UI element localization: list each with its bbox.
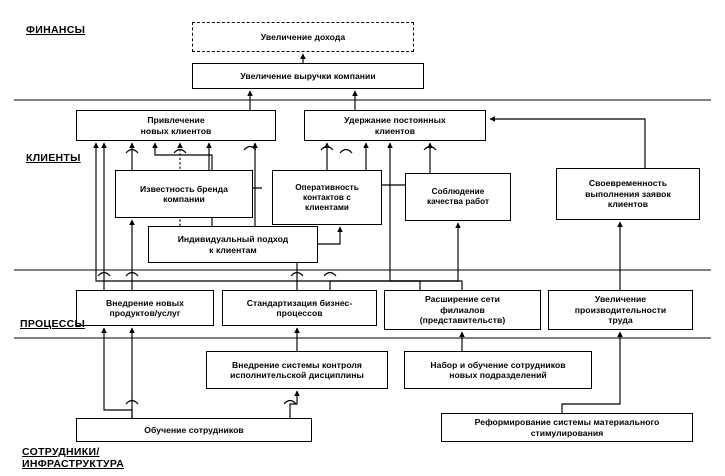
node-reform-incentives[interactable]: Реформирование системы материального сти…: [441, 413, 693, 442]
node-company-turnover[interactable]: Увеличение выручки компании: [192, 63, 424, 89]
hop: [125, 148, 139, 154]
node-label-timely-requests: Своевременность выполнения заявок клиент…: [585, 178, 671, 210]
node-label-attract-new-clients: Привлечение новых клиентов: [140, 115, 212, 136]
hop: [283, 399, 297, 405]
node-expand-branches[interactable]: Расширение сети филиалов (представительс…: [384, 290, 541, 330]
node-label-brand-awareness: Известность бренда компании: [140, 183, 228, 204]
hop: [323, 271, 337, 277]
node-label-expand-branches: Расширение сети филиалов (представительс…: [419, 294, 506, 326]
node-label-quality-compliance: Соблюдение качества работ: [426, 187, 490, 206]
edge-train-to-discipline: [289, 390, 300, 418]
node-quality-compliance[interactable]: Соблюдение качества работ: [405, 173, 511, 221]
node-label-labor-productivity: Увеличение производительности труда: [574, 294, 667, 326]
hop: [339, 148, 353, 154]
edge-expand-to-retain: [387, 142, 463, 290]
node-attract-new-clients[interactable]: Привлечение новых клиентов: [76, 110, 276, 141]
edge-standard-to-quality: [329, 222, 461, 290]
node-hire-train-staff[interactable]: Набор и обучение сотрудников новых подра…: [404, 351, 592, 389]
node-revenue-growth[interactable]: Увеличение дохода: [192, 22, 414, 52]
edge-individual-to-contact: [318, 226, 343, 245]
node-discipline-control[interactable]: Внедрение системы контроля исполнительск…: [206, 351, 388, 389]
node-label-retain-clients: Удержание постоянных клиентов: [344, 115, 446, 136]
node-label-individual-approach: Индивидуальный подход к клиентам: [177, 234, 289, 255]
node-label-discipline-control: Внедрение системы контроля исполнительск…: [230, 359, 364, 380]
hop: [97, 271, 111, 277]
perspective-label-clients: КЛИЕНТЫ: [26, 152, 81, 164]
hop: [320, 145, 334, 151]
node-contact-efficiency[interactable]: Оперативность контактов с клиентами: [272, 170, 382, 225]
hop: [125, 271, 139, 277]
node-standardize-processes[interactable]: Стандартизация бизнес- процессов: [222, 290, 377, 326]
node-label-reform-incentives: Реформирование системы материального сти…: [474, 417, 660, 438]
node-labor-productivity[interactable]: Увеличение производительности труда: [548, 290, 693, 330]
node-label-new-products: Внедрение новых продуктов/услуг: [106, 297, 184, 318]
node-label-company-turnover: Увеличение выручки компании: [240, 70, 376, 81]
node-train-employees[interactable]: Обучение сотрудников: [76, 418, 312, 442]
hop: [423, 145, 437, 151]
node-label-standardize-processes: Стандартизация бизнес- процессов: [246, 297, 353, 318]
divider-lines: [14, 99, 711, 339]
node-label-train-employees: Обучение сотрудников: [144, 424, 244, 435]
node-label-revenue-growth: Увеличение дохода: [260, 31, 346, 42]
edge-timely-to-retain: [489, 116, 646, 168]
node-retain-clients[interactable]: Удержание постоянных клиентов: [304, 110, 486, 141]
node-new-products[interactable]: Внедрение новых продуктов/услуг: [76, 290, 214, 326]
hop: [173, 148, 187, 154]
node-timely-requests[interactable]: Своевременность выполнения заявок клиент…: [556, 168, 700, 220]
edge-train-to-newprod: [101, 327, 133, 418]
hop: [125, 399, 139, 405]
edge-reform-to-labor: [561, 331, 623, 413]
hop: [290, 271, 304, 277]
perspective-label-staff: СОТРУДНИКИ/ ИНФРАСТРУКТУРА: [22, 446, 125, 470]
node-label-contact-efficiency: Оперативность контактов с клиентами: [295, 182, 359, 212]
node-individual-approach[interactable]: Индивидуальный подход к клиентам: [148, 226, 318, 263]
hop: [243, 145, 257, 151]
perspective-label-finance: ФИНАНСЫ: [26, 24, 86, 36]
node-brand-awareness[interactable]: Известность бренда компании: [115, 170, 253, 218]
perspective-label-processes: ПРОЦЕССЫ: [20, 318, 86, 330]
node-label-hire-train-staff: Набор и обучение сотрудников новых подра…: [430, 359, 566, 380]
edge-expand-to-attract: [93, 142, 421, 290]
